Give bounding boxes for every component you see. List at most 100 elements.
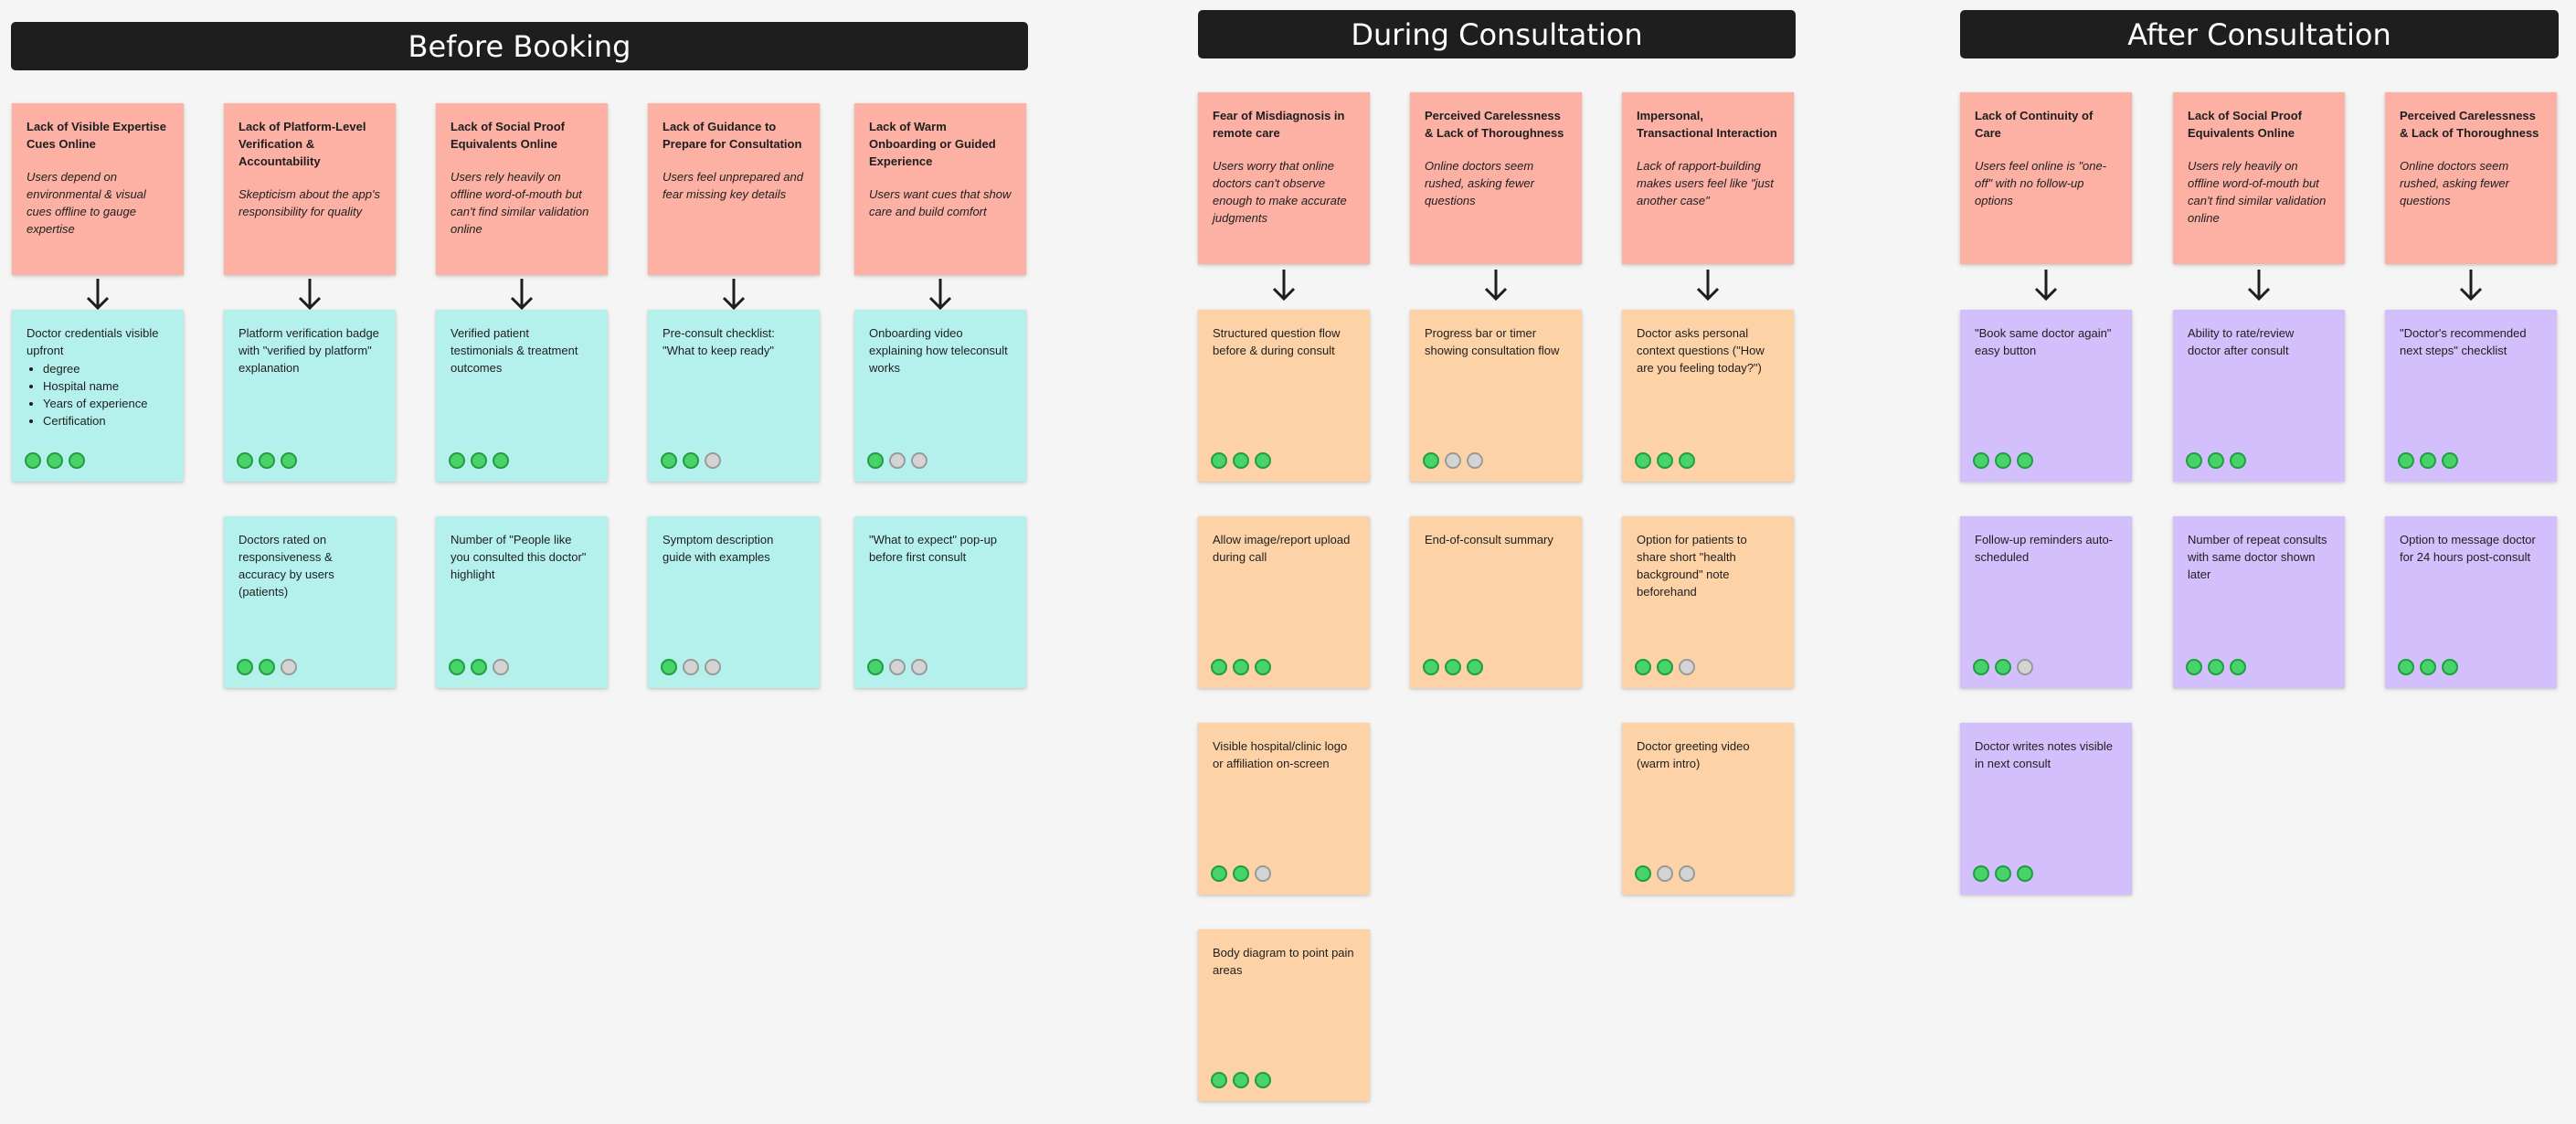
solution-note[interactable]: "What to expect" pop-up before first con… bbox=[854, 516, 1026, 688]
solution-note[interactable]: Visible hospital/clinic logo or affiliat… bbox=[1198, 723, 1370, 895]
rating-dot-filled bbox=[1679, 452, 1695, 469]
rating-dots bbox=[1211, 865, 1271, 882]
problem-note[interactable]: Fear of Misdiagnosis in remote care User… bbox=[1198, 92, 1370, 264]
rating-dots bbox=[1423, 452, 1483, 469]
problem-note[interactable]: Impersonal, Transactional Interaction La… bbox=[1622, 92, 1794, 264]
problem-title: Lack of Warm Onboarding or Guided Experi… bbox=[869, 120, 996, 168]
solution-text: Ability to rate/review doctor after cons… bbox=[2188, 326, 2295, 357]
list-item: Certification bbox=[43, 412, 169, 429]
problem-note[interactable]: Lack of Visible Expertise Cues Online Us… bbox=[12, 103, 184, 275]
rating-dots bbox=[1211, 1072, 1271, 1088]
rating-dot-filled bbox=[2398, 452, 2414, 469]
problem-note[interactable]: Lack of Social Proof Equivalents Online … bbox=[2173, 92, 2345, 264]
rating-dot-filled bbox=[25, 452, 41, 469]
solution-note[interactable]: Allow image/report upload during call bbox=[1198, 516, 1370, 688]
rating-dot-filled bbox=[1233, 1072, 1249, 1088]
list-item: degree bbox=[43, 360, 169, 377]
problem-title: Lack of Visible Expertise Cues Online bbox=[27, 120, 166, 151]
rating-dots bbox=[25, 452, 85, 469]
rating-dot-filled bbox=[1973, 452, 1989, 469]
rating-dot-filled bbox=[2442, 659, 2458, 675]
rating-dot-filled bbox=[2017, 865, 2033, 882]
solution-note[interactable]: Doctor writes notes visible in next cons… bbox=[1960, 723, 2132, 895]
rating-dot-filled bbox=[1423, 452, 1439, 469]
solution-text: Platform verification badge with "verifi… bbox=[239, 326, 379, 375]
solution-note[interactable]: Number of repeat consults with same doct… bbox=[2173, 516, 2345, 688]
rating-dots bbox=[867, 452, 928, 469]
problem-description: Online doctors seem rushed, asking fewer… bbox=[2400, 159, 2509, 207]
problem-note[interactable]: Lack of Platform-Level Verification & Ac… bbox=[224, 103, 396, 275]
rating-dot-filled bbox=[237, 659, 253, 675]
solution-note[interactable]: Symptom description guide with examples bbox=[648, 516, 820, 688]
solution-note[interactable]: Onboarding video explaining how telecons… bbox=[854, 310, 1026, 482]
rating-dot-filled bbox=[661, 659, 677, 675]
rating-dot-filled bbox=[1423, 659, 1439, 675]
problem-note[interactable]: Lack of Guidance to Prepare for Consulta… bbox=[648, 103, 820, 275]
solution-note[interactable]: Doctor credentials visible upfront degre… bbox=[12, 310, 184, 482]
problem-title: Lack of Social Proof Equivalents Online bbox=[2188, 109, 2302, 140]
rating-dot-filled bbox=[1445, 659, 1461, 675]
solution-note[interactable]: Doctor greeting video (warm intro) bbox=[1622, 723, 1794, 895]
rating-dot-filled bbox=[259, 452, 275, 469]
solution-text: Body diagram to point pain areas bbox=[1213, 946, 1354, 977]
solution-note[interactable]: Option to message doctor for 24 hours po… bbox=[2385, 516, 2557, 688]
problem-title: Fear of Misdiagnosis in remote care bbox=[1213, 109, 1345, 140]
rating-dot-filled bbox=[867, 659, 884, 675]
problem-note[interactable]: Perceived Carelessness & Lack of Thoroug… bbox=[2385, 92, 2557, 264]
section-header-during-consultation: During Consultation bbox=[1198, 10, 1796, 58]
solution-note[interactable]: Progress bar or timer showing consultati… bbox=[1410, 310, 1582, 482]
rating-dot-filled bbox=[471, 452, 487, 469]
solution-note[interactable]: Structured question flow before & during… bbox=[1198, 310, 1370, 482]
rating-dot-filled bbox=[1973, 659, 1989, 675]
solution-note[interactable]: Platform verification badge with "verifi… bbox=[224, 310, 396, 482]
problem-note[interactable]: Perceived Carelessness & Lack of Thoroug… bbox=[1410, 92, 1582, 264]
solution-note[interactable]: Verified patient testimonials & treatmen… bbox=[436, 310, 608, 482]
solution-note[interactable]: "Book same doctor again" easy button bbox=[1960, 310, 2132, 482]
rating-dots bbox=[661, 452, 721, 469]
solution-text: Doctor credentials visible upfront bbox=[27, 326, 159, 357]
rating-dots bbox=[2398, 452, 2458, 469]
rating-dots bbox=[1973, 659, 2033, 675]
solution-note[interactable]: End-of-consult summary bbox=[1410, 516, 1582, 688]
rating-dot-filled bbox=[867, 452, 884, 469]
solution-note[interactable]: Doctor asks personal context questions (… bbox=[1622, 310, 1794, 482]
solution-text: Doctor asks personal context questions (… bbox=[1637, 326, 1765, 375]
problem-description: Users rely heavily on offline word-of-mo… bbox=[451, 170, 589, 236]
solution-note[interactable]: Ability to rate/review doctor after cons… bbox=[2173, 310, 2345, 482]
solution-text: "Book same doctor again" easy button bbox=[1975, 326, 2112, 357]
rating-dots bbox=[2398, 659, 2458, 675]
rating-dot-filled bbox=[449, 452, 465, 469]
solution-note[interactable]: Follow-up reminders auto-scheduled bbox=[1960, 516, 2132, 688]
list-item: Years of experience bbox=[43, 395, 169, 412]
solution-note[interactable]: Doctors rated on responsiveness & accura… bbox=[224, 516, 396, 688]
rating-dot-filled bbox=[47, 452, 63, 469]
rating-dots bbox=[1973, 452, 2033, 469]
problem-note[interactable]: Lack of Continuity of Care Users feel on… bbox=[1960, 92, 2132, 264]
solution-note[interactable]: Number of "People like you consulted thi… bbox=[436, 516, 608, 688]
solution-note[interactable]: Pre-consult checklist: "What to keep rea… bbox=[648, 310, 820, 482]
rating-dot-filled bbox=[471, 659, 487, 675]
rating-dot-filled bbox=[493, 452, 509, 469]
rating-dot-filled bbox=[1233, 452, 1249, 469]
arrow-down-icon bbox=[722, 279, 746, 311]
arrow-down-icon bbox=[2459, 270, 2483, 302]
problem-description: Online doctors seem rushed, asking fewer… bbox=[1425, 159, 1534, 207]
rating-dot-filled bbox=[1211, 659, 1227, 675]
rating-dot-filled bbox=[1635, 659, 1651, 675]
solution-text: "Doctor's recommended next steps" checkl… bbox=[2400, 326, 2527, 357]
solution-text: Allow image/report upload during call bbox=[1213, 533, 1351, 564]
rating-dot-filled bbox=[281, 452, 297, 469]
problem-note[interactable]: Lack of Warm Onboarding or Guided Experi… bbox=[854, 103, 1026, 275]
solution-note[interactable]: Option for patients to share short "heal… bbox=[1622, 516, 1794, 688]
problem-description: Users feel unprepared and fear missing k… bbox=[663, 170, 803, 201]
problem-title: Perceived Carelessness & Lack of Thoroug… bbox=[1425, 109, 1564, 140]
rating-dots bbox=[2186, 452, 2246, 469]
problem-note[interactable]: Lack of Social Proof Equivalents Online … bbox=[436, 103, 608, 275]
solution-text: Follow-up reminders auto-scheduled bbox=[1975, 533, 2114, 564]
solution-text: Onboarding video explaining how telecons… bbox=[869, 326, 1008, 375]
solution-note[interactable]: "Doctor's recommended next steps" checkl… bbox=[2385, 310, 2557, 482]
rating-dot-filled bbox=[259, 659, 275, 675]
rating-dot-filled bbox=[237, 452, 253, 469]
solution-note[interactable]: Body diagram to point pain areas bbox=[1198, 929, 1370, 1101]
problem-title: Perceived Carelessness & Lack of Thoroug… bbox=[2400, 109, 2539, 140]
